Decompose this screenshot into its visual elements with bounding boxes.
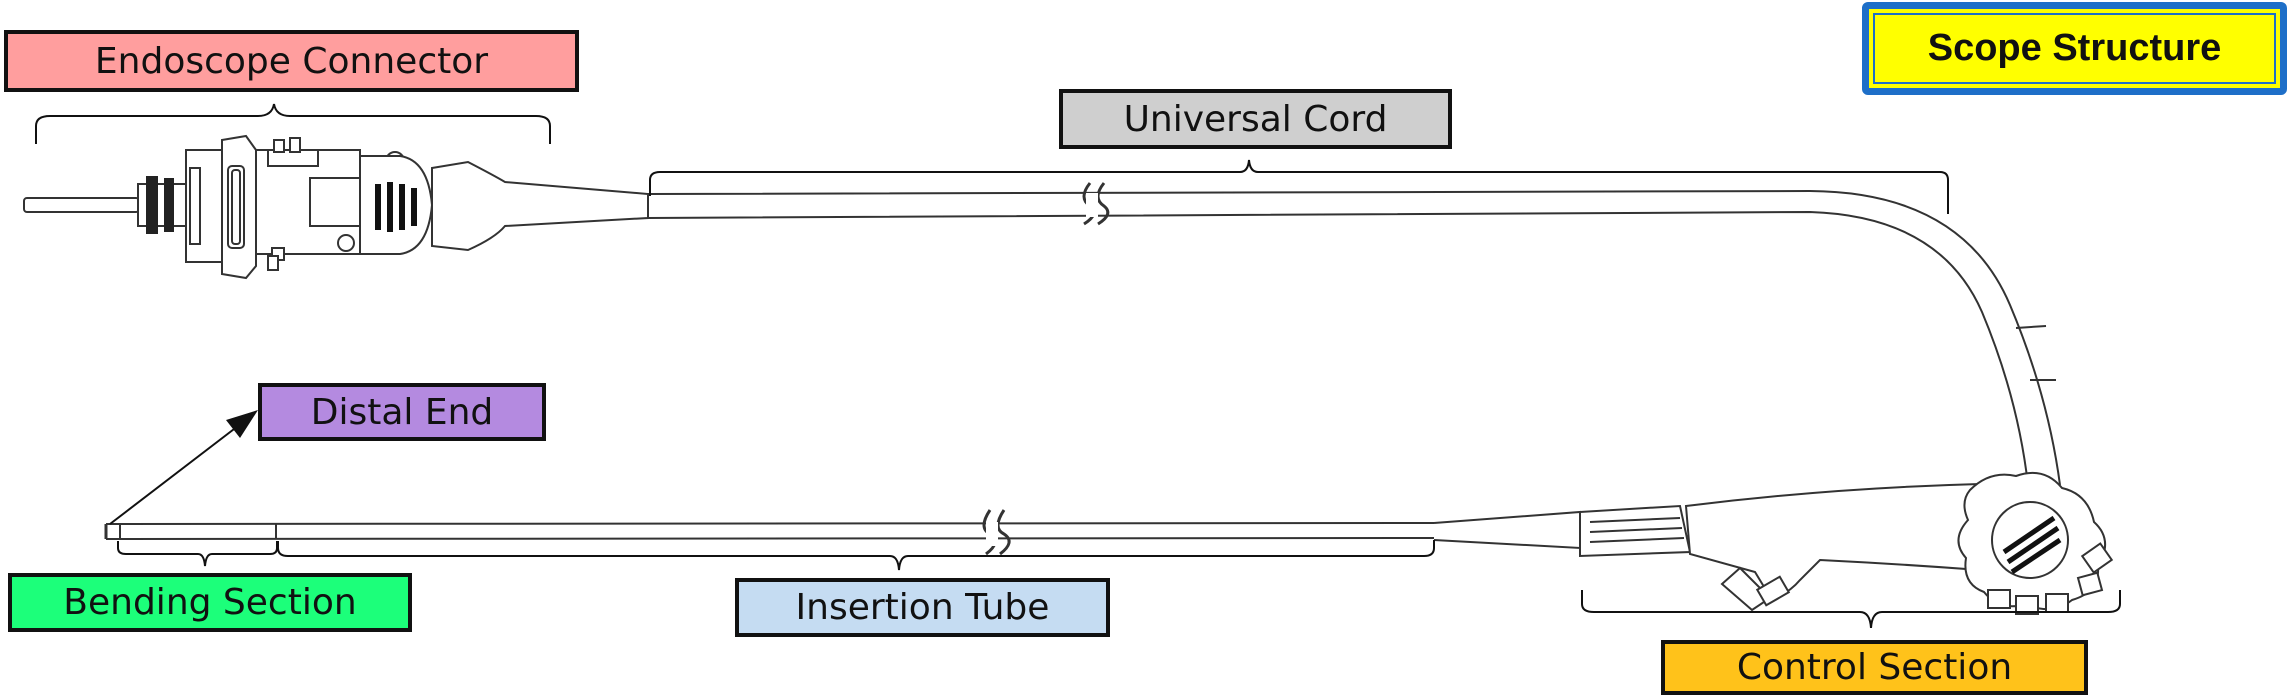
brackets (35, 103, 2121, 629)
label-distal-end: Distal End (258, 383, 546, 441)
bracket-endoscope-connector (35, 103, 551, 144)
distal-end-arrow (109, 410, 258, 525)
label-bending-section: Bending Section (8, 573, 412, 632)
label-control-section: Control Section (1661, 640, 2088, 695)
bracket-bending-section (117, 541, 278, 567)
bracket-universal-cord (649, 159, 1949, 214)
label-insertion-tube: Insertion Tube (735, 578, 1110, 637)
title-text: Scope Structure (1873, 13, 2276, 84)
bracket-control-section (1581, 590, 2121, 629)
insertion-tube-drawing (104, 509, 1581, 556)
label-endoscope-connector: Endoscope Connector (4, 30, 579, 92)
bracket-insertion-tube (277, 540, 1435, 571)
endoscope-connector-drawing (23, 134, 649, 280)
label-universal-cord: Universal Cord (1059, 89, 1452, 149)
universal-cord-drawing (647, 182, 2061, 486)
diagram-title: Scope Structure (1862, 2, 2287, 95)
control-section-drawing (1579, 472, 2114, 615)
